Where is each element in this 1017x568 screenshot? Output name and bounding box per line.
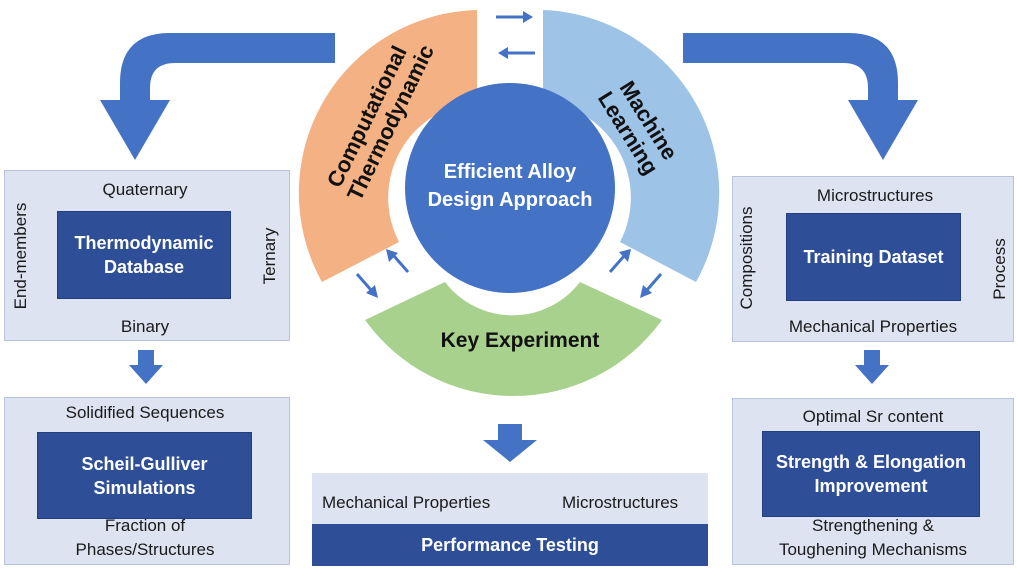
small-arrow-up-right-head [619,249,631,262]
small-arrow-up-right [608,255,626,273]
microstructures-label: Microstructures [816,186,934,205]
small-arrow-up-left [392,255,410,273]
mechanical-properties-bottom-label: Mechanical Properties [322,493,491,512]
small-arrow-down-left [355,273,373,291]
quaternary-label: Quaternary [102,180,188,199]
small-arrow-down-right [645,273,663,291]
center-circle [405,83,615,293]
microstructures-bottom-label: Microstructures [562,493,679,512]
left-down-arrow [129,350,163,384]
left-arrow-head [100,100,170,160]
thermodynamic-database-box: Thermodynamic Database [57,211,231,299]
training-dataset-box: Training Dataset [786,213,961,301]
performance-panel [312,473,708,525]
center-title: Efficient Alloy Design Approach [427,161,593,211]
process-label: Process [990,238,1009,300]
center-down-arrow [483,424,537,462]
strength-elongation-box: Strength & Elongation Improvement [762,431,980,517]
optimal-sr-label: Optimal Sr content [802,407,944,426]
machine-learning-segment [543,10,720,282]
right-down-arrow [855,350,889,384]
ternary-label: Ternary [260,227,279,285]
mechanical-properties-right-label: Mechanical Properties [788,317,958,336]
small-arrow-right-head [523,11,533,23]
left-curved-arrow [120,33,335,102]
small-arrow-up-left-head [386,249,398,262]
scheil-gulliver-box: Scheil-Gulliver Simulations [37,432,252,519]
right-curved-arrow [683,33,898,102]
fraction-phases-label: Fraction of Phases/Structures [75,516,215,559]
compositions-label: Compositions [737,206,756,310]
key-experiment-label: Key Experiment [440,329,600,352]
key-experiment-segment [365,282,662,397]
small-arrow-down-left-head [366,285,378,298]
small-arrow-left-head [498,47,508,59]
strengthening-mechanisms-label: Strengthening & Toughening Mechanisms [778,516,968,559]
computational-segment [298,10,477,282]
small-arrow-down-right-head [640,285,652,298]
end-members-label: End-members [11,202,30,310]
binary-label: Binary [120,317,170,336]
solidified-sequences-label: Solidified Sequences [65,403,225,422]
performance-testing-bar: Performance Testing [312,524,708,566]
right-arrow-head [848,100,918,160]
